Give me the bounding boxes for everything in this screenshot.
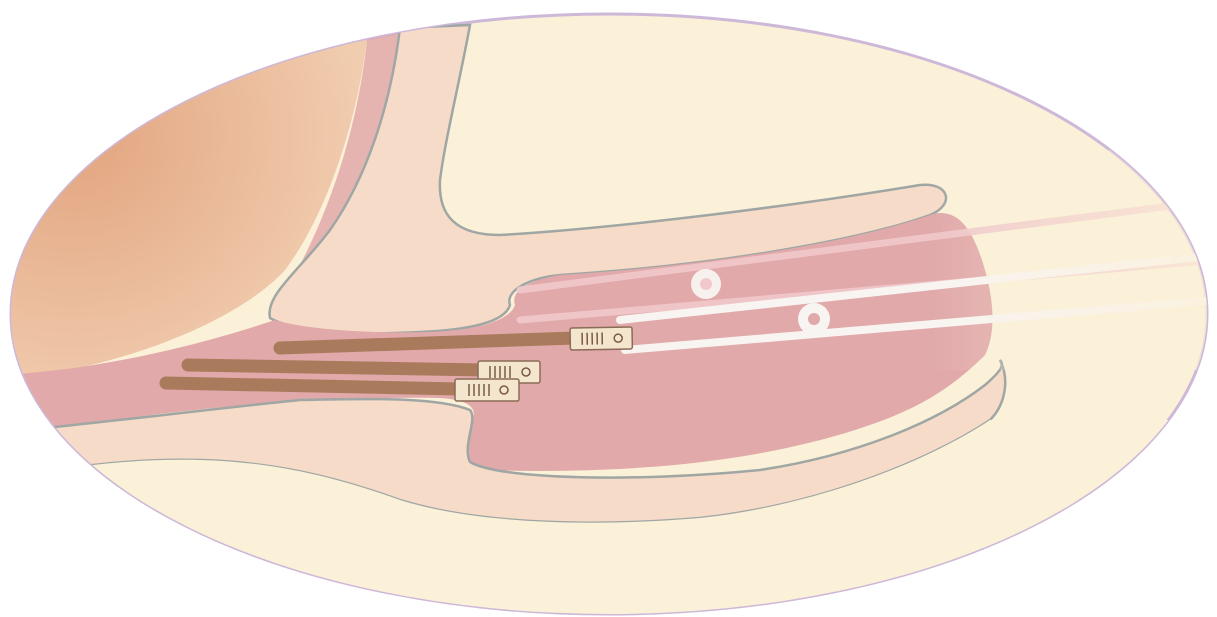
suture-anchor-lower bbox=[798, 303, 830, 335]
electrode-connector-1 bbox=[570, 327, 632, 350]
suture-anchor-upper bbox=[691, 269, 721, 299]
electrode-connector-3 bbox=[455, 379, 519, 401]
suture-fade bbox=[930, 150, 1217, 370]
